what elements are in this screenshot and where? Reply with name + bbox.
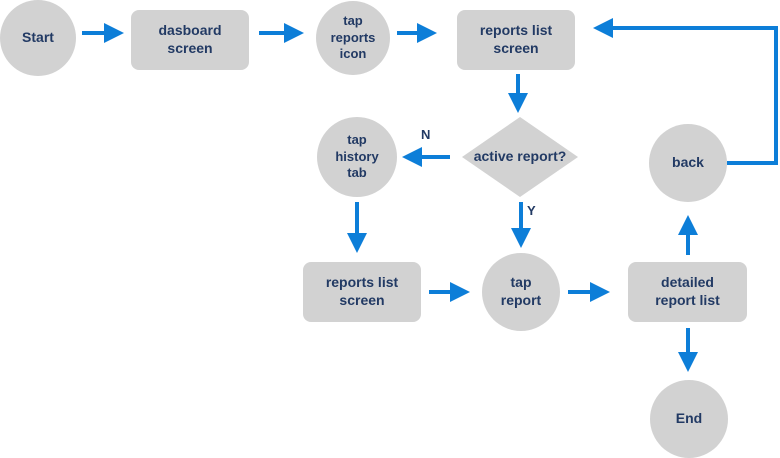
node-end: End (650, 380, 728, 458)
node-end-label: End (675, 410, 703, 427)
node-detailed-report-list: detailed report list (628, 262, 747, 322)
node-tap-history-tab-label: tap history tab (335, 132, 379, 181)
node-dashboard-screen-label: dasboard screen (158, 22, 222, 56)
node-tap-report: tap report (482, 253, 560, 331)
node-start: Start (0, 0, 76, 76)
node-back: back (649, 124, 727, 202)
node-tap-history-tab: tap history tab (317, 117, 397, 197)
node-reports-list-screen-top: reports list screen (457, 10, 575, 70)
node-back-label: back (672, 154, 704, 171)
node-tap-reports-icon-label: tap reports icon (330, 13, 376, 62)
node-reports-list-screen-top-label: reports list screen (479, 22, 553, 56)
node-tap-report-label: tap report (500, 274, 542, 308)
node-tap-reports-icon: tap reports icon (316, 1, 390, 75)
node-dashboard-screen: dasboard screen (131, 10, 249, 70)
branch-label-yes: Y (527, 203, 536, 218)
node-reports-list-screen-bottom: reports list screen (303, 262, 421, 322)
node-active-report-decision: active report? (462, 117, 578, 197)
node-start-label: Start (22, 29, 54, 46)
node-detailed-report-list-label: detailed report list (655, 274, 720, 308)
branch-label-no: N (421, 127, 431, 142)
node-reports-list-screen-bottom-label: reports list screen (325, 274, 399, 308)
node-active-report-decision-label: active report? (473, 148, 567, 165)
